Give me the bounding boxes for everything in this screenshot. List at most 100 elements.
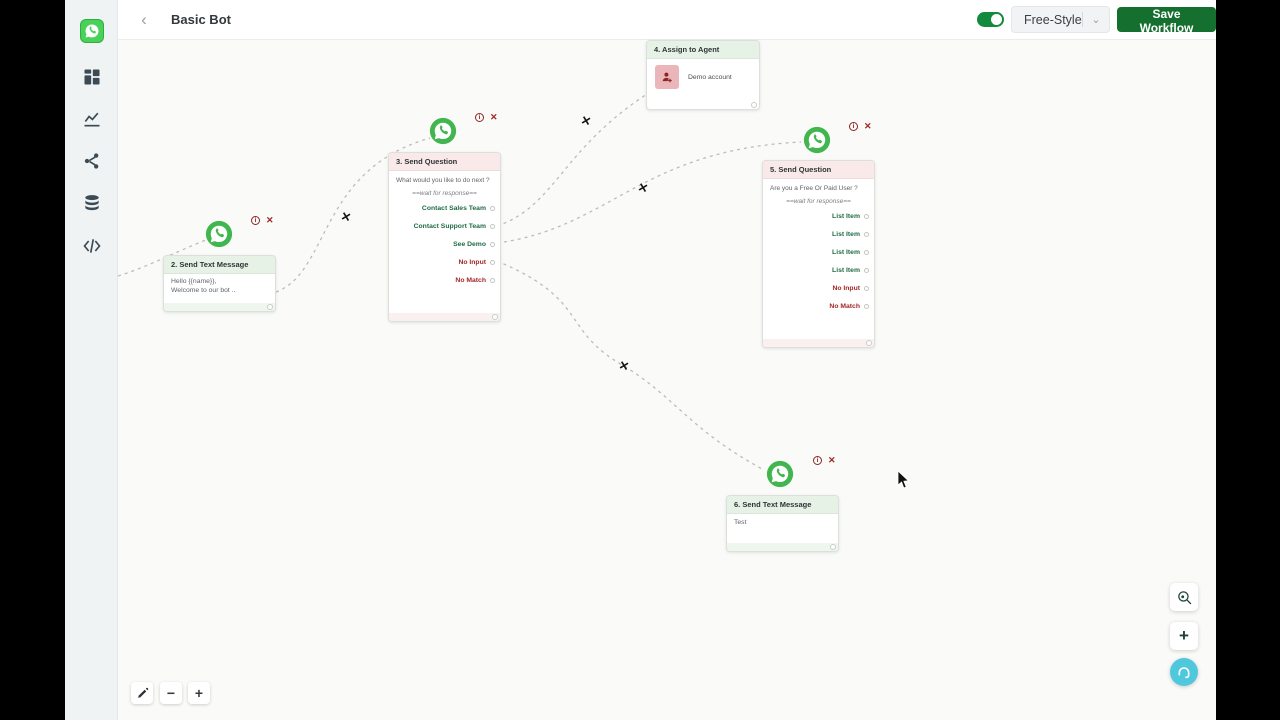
connection-edges — [118, 91, 802, 471]
whatsapp-node-icon[interactable] — [803, 126, 831, 154]
workflow-active-toggle[interactable] — [977, 12, 1004, 27]
add-node-button[interactable]: + — [1170, 622, 1198, 650]
resize-handle[interactable] — [267, 304, 273, 310]
code-icon — [83, 239, 101, 253]
no-input-row[interactable]: No Input — [389, 253, 500, 271]
sidebar-item-whatsapp[interactable] — [79, 18, 105, 44]
resize-handle[interactable] — [751, 102, 757, 108]
wait-for-response-text: ==wait for response== — [412, 190, 477, 197]
node-send-text-2[interactable]: 2. Send Text Message Hello {{name}}, Wel… — [163, 255, 276, 312]
edit-tool-button[interactable] — [131, 682, 153, 704]
connector-handle[interactable] — [864, 213, 869, 219]
node-title: 6. Send Text Message — [727, 496, 838, 514]
connector-handle[interactable] — [864, 285, 869, 291]
sidebar-item-analytics[interactable] — [79, 106, 105, 132]
magnifier-icon — [1177, 590, 1191, 604]
chevron-down-icon: ⌄ — [1091, 14, 1101, 26]
whatsapp-node-icon[interactable] — [766, 460, 794, 488]
connector-handle[interactable] — [490, 223, 495, 229]
info-icon[interactable]: i — [251, 216, 260, 225]
minus-icon: − — [166, 685, 176, 701]
workflow-canvas[interactable]: ✕ ✕ ✕ ✕ 4. Assign to Agent Demo account — [118, 40, 1216, 720]
connector-handle[interactable] — [864, 231, 869, 237]
node-footer — [727, 543, 838, 551]
node-title: 4. Assign to Agent — [647, 41, 759, 59]
node-title: 2. Send Text Message — [164, 256, 275, 274]
edge-node3-node5 — [496, 141, 802, 244]
node-send-text-6[interactable]: 6. Send Text Message Test — [726, 495, 839, 552]
message-text: Test — [734, 519, 747, 526]
resize-handle[interactable] — [866, 340, 872, 346]
connector-handle[interactable] — [864, 303, 869, 309]
no-match-row[interactable]: No Match — [763, 297, 874, 315]
option-row[interactable]: Contact Sales Team — [389, 199, 500, 217]
toggle-knob — [991, 14, 1002, 25]
option-row[interactable]: List Item — [763, 243, 874, 261]
dashboard-icon — [84, 69, 100, 85]
message-text: Hello {{name}}, — [171, 278, 217, 285]
select-divider — [1082, 12, 1083, 27]
close-icon[interactable]: ✕ — [864, 121, 872, 131]
edge-node3-node6 — [496, 260, 765, 471]
agent-name: Demo account — [688, 73, 732, 81]
connector-handle[interactable] — [490, 205, 495, 211]
question-text: Are you a Free Or Paid User ? — [770, 185, 858, 192]
info-icon[interactable]: i — [813, 456, 822, 465]
zoom-in-button[interactable]: + — [188, 682, 210, 704]
sidebar-item-database[interactable] — [79, 190, 105, 216]
sidebar — [65, 0, 118, 720]
topbar: ‹ Basic Bot Free-Style ⌄ Save Workflow — [118, 0, 1216, 40]
option-row[interactable]: See Demo — [389, 235, 500, 253]
node-toolbar: i ✕ — [251, 216, 274, 225]
node-toolbar: i ✕ — [849, 122, 872, 131]
option-row[interactable]: List Item — [763, 225, 874, 243]
connector-handle[interactable] — [864, 249, 869, 255]
option-row[interactable]: List Item — [763, 207, 874, 225]
resize-handle[interactable] — [830, 544, 836, 550]
page-title: Basic Bot — [171, 12, 231, 27]
line-chart-icon — [84, 112, 100, 127]
whatsapp-node-icon[interactable] — [429, 117, 457, 145]
pencil-icon — [137, 687, 148, 698]
database-icon — [85, 195, 99, 211]
connector-handle[interactable] — [864, 267, 869, 273]
wait-for-response-text: ==wait for response== — [786, 198, 851, 205]
node-title: 5. Send Question — [763, 161, 874, 179]
connector-handle[interactable] — [490, 259, 495, 265]
resize-handle[interactable] — [492, 314, 498, 320]
no-match-row[interactable]: No Match — [389, 271, 500, 289]
headset-icon — [1178, 667, 1190, 679]
sidebar-item-code[interactable] — [79, 233, 105, 259]
close-icon[interactable]: ✕ — [828, 455, 836, 465]
node-assign-to-agent[interactable]: 4. Assign to Agent Demo account — [646, 40, 760, 110]
connector-handle[interactable] — [490, 277, 495, 283]
node-send-question-5[interactable]: 5. Send Question Are you a Free Or Paid … — [762, 160, 875, 348]
option-row[interactable]: List Item — [763, 261, 874, 279]
option-row[interactable]: Contact Support Team — [389, 217, 500, 235]
no-input-row[interactable]: No Input — [763, 279, 874, 297]
zoom-out-button[interactable]: − — [160, 682, 182, 704]
info-icon[interactable]: i — [849, 122, 858, 131]
sidebar-item-flows[interactable] — [79, 148, 105, 174]
save-workflow-button[interactable]: Save Workflow — [1117, 7, 1216, 35]
layout-style-select[interactable]: Free-Style ⌄ — [1011, 6, 1110, 33]
info-icon[interactable]: i — [475, 113, 484, 122]
node-footer — [164, 303, 275, 311]
node-footer — [647, 101, 759, 109]
connector-handle[interactable] — [490, 241, 495, 247]
edge-into-node2 — [118, 239, 207, 277]
app-window: ‹ Basic Bot Free-Style ⌄ Save Workflow ✕… — [65, 0, 1216, 720]
plus-icon: + — [194, 685, 204, 701]
node-send-question-3[interactable]: 3. Send Question What would you like to … — [388, 152, 501, 322]
share-network-icon — [84, 153, 99, 169]
back-button[interactable]: ‹ — [141, 10, 147, 29]
person-plus-icon — [662, 72, 672, 83]
whatsapp-node-icon[interactable] — [205, 220, 233, 248]
zoom-search-button[interactable] — [1170, 583, 1198, 611]
close-icon[interactable]: ✕ — [266, 215, 274, 225]
support-button[interactable] — [1170, 658, 1198, 686]
sidebar-item-dashboard[interactable] — [79, 64, 105, 90]
close-icon[interactable]: ✕ — [490, 112, 498, 122]
agent-avatar — [655, 65, 679, 89]
